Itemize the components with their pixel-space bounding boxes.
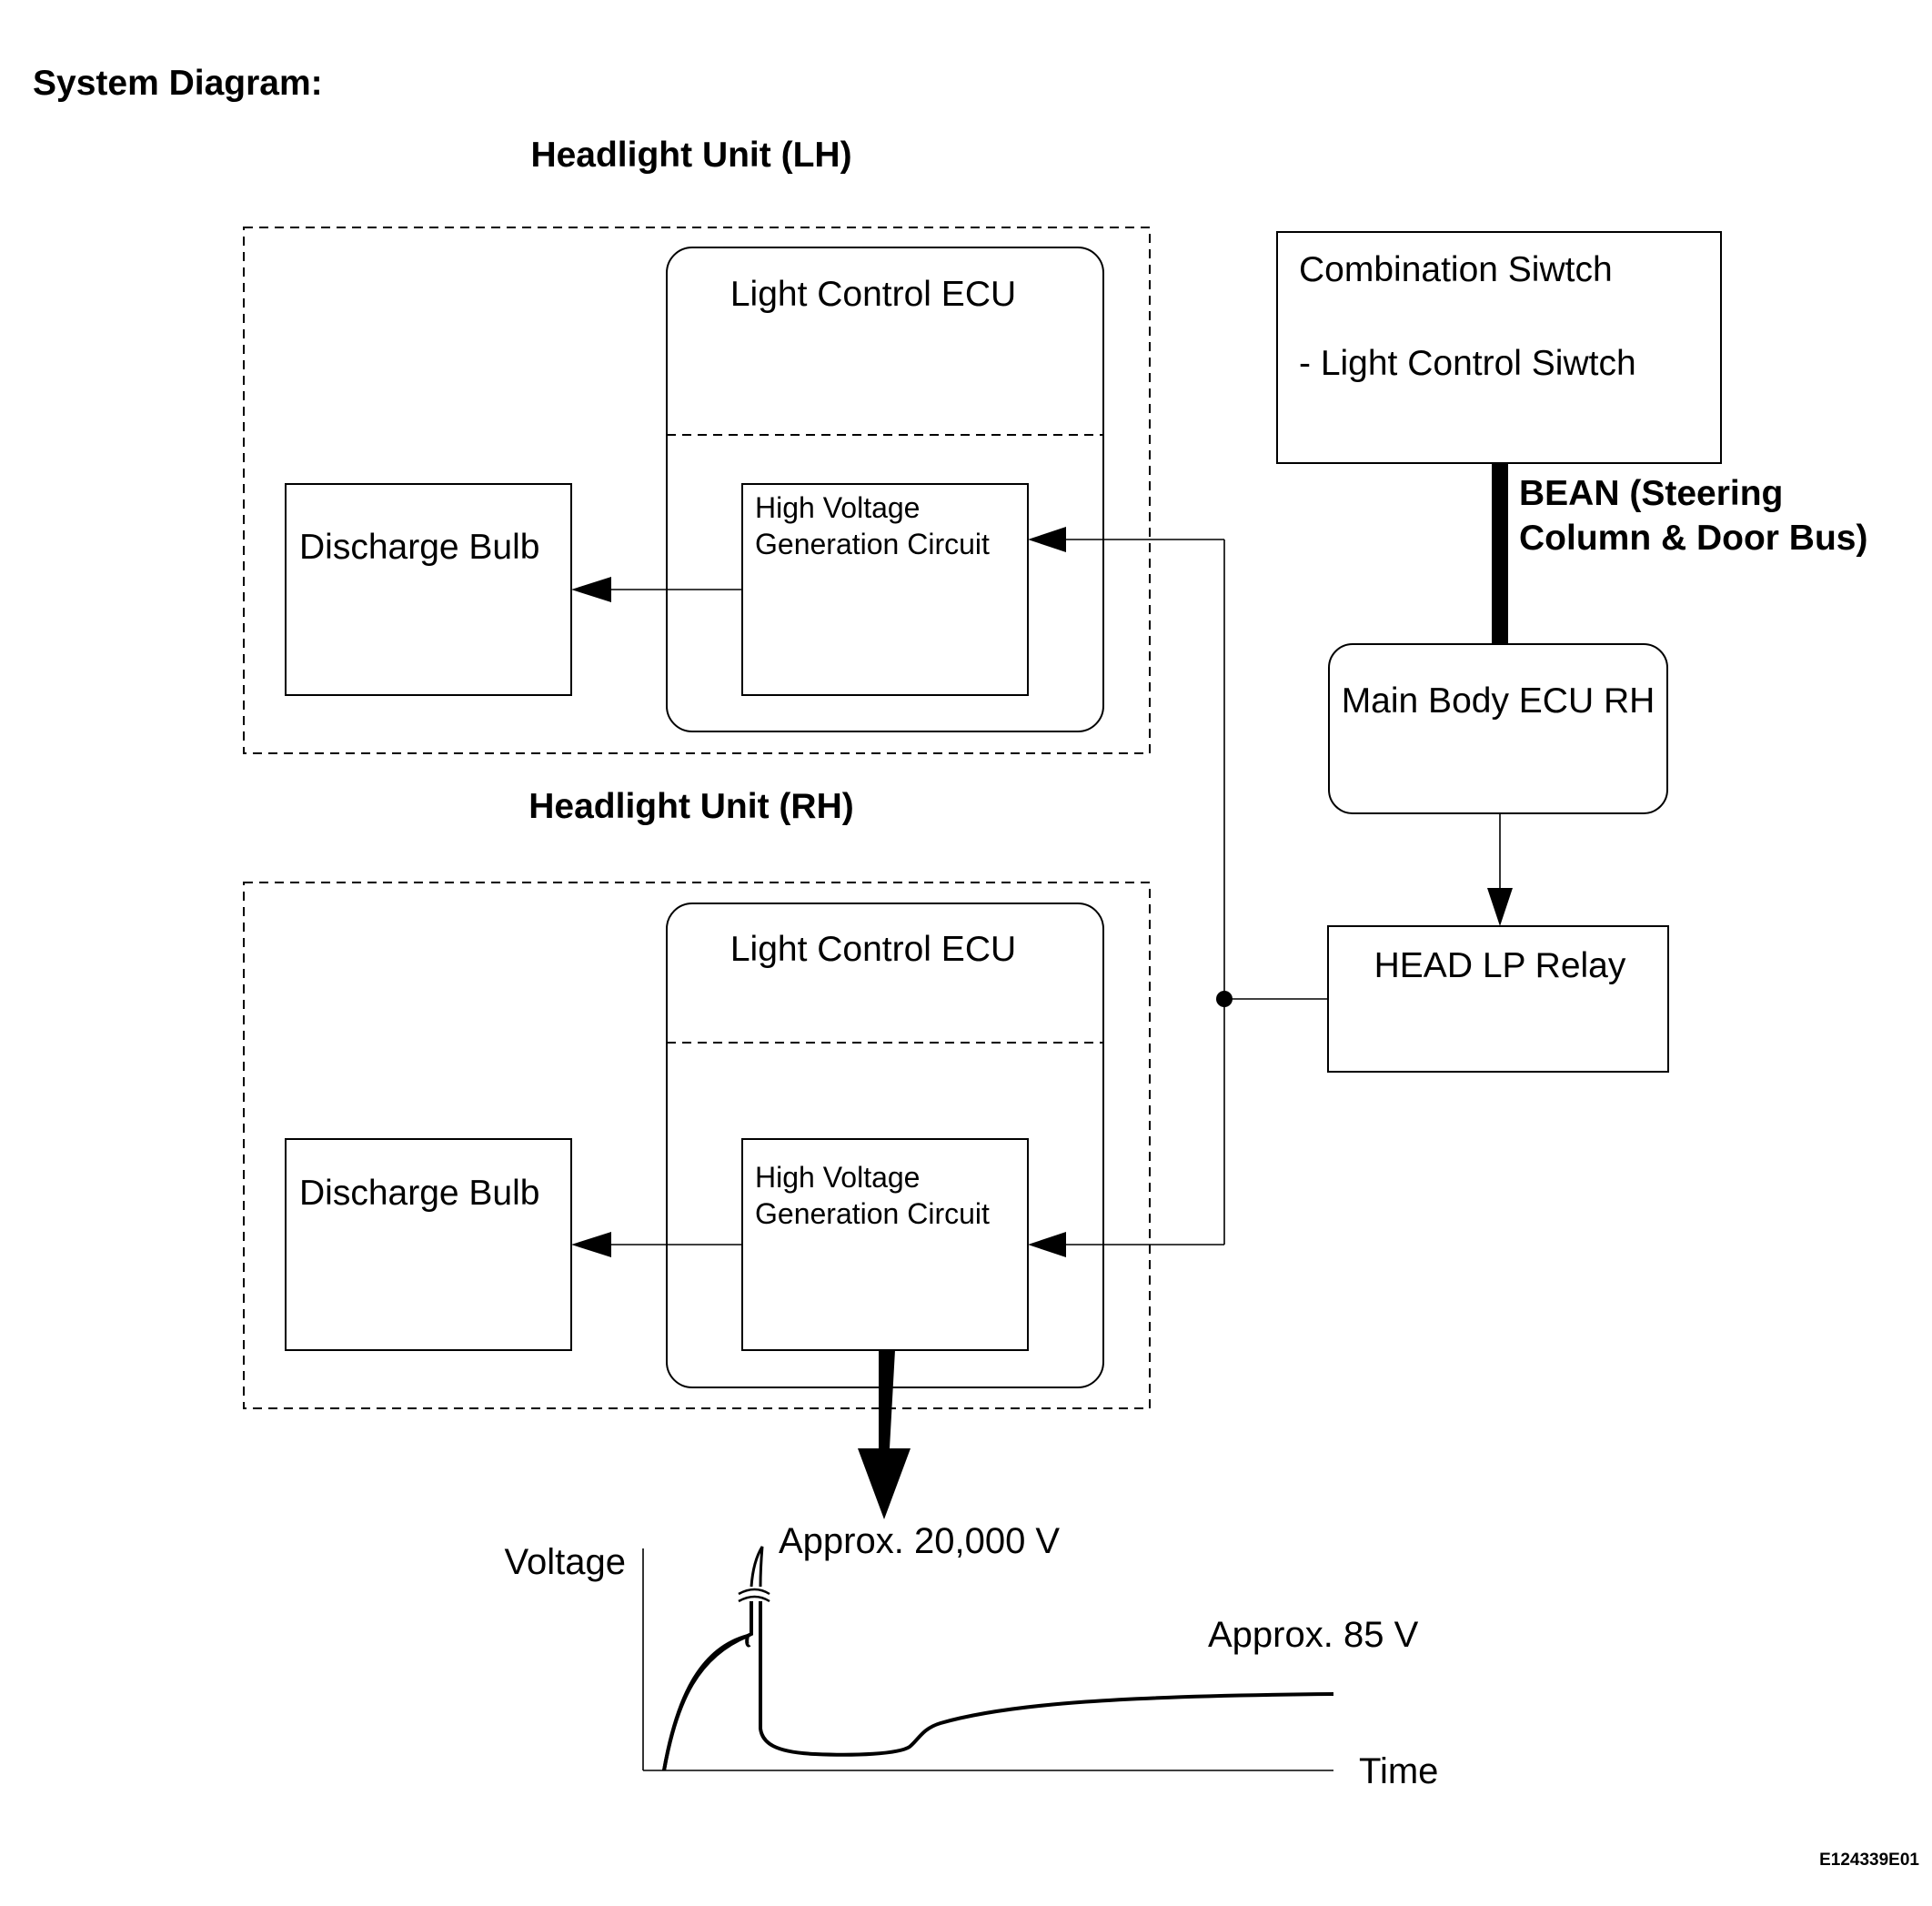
main-body-ecu-label: Main Body ECU RH <box>1342 681 1655 721</box>
arrowhead-rh-circuit <box>1028 1232 1066 1257</box>
arrowhead-bulb-lh <box>571 577 611 602</box>
main-body-ecu-box <box>1328 643 1668 814</box>
graph-curve-rise-top <box>662 1601 753 1771</box>
headlight-rh-unit-boundary <box>243 882 1151 1409</box>
graph-peak-break <box>738 1588 770 1603</box>
page-title: System Diagram: <box>33 64 323 103</box>
bean-bus-line <box>1492 463 1508 646</box>
arrowhead-lh-circuit <box>1028 527 1066 552</box>
light-control-ecu-rh-label: Light Control ECU <box>730 930 1016 969</box>
high-voltage-circuit-rh-line2: Generation Circuit <box>755 1197 990 1230</box>
graph-steady-label: Approx. 85 V <box>1208 1615 1419 1655</box>
bean-bus-label-line2: Column & Door Bus) <box>1519 519 1867 558</box>
arrowhead-bulb-rh <box>571 1232 611 1257</box>
arrowhead-relay <box>1487 888 1513 926</box>
head-lp-relay-box <box>1327 925 1669 1073</box>
graph-xlabel: Time <box>1359 1751 1438 1791</box>
bean-bus-label-line1: BEAN (Steering <box>1519 474 1783 513</box>
light-control-switch-label: - Light Control Siwtch <box>1299 344 1636 383</box>
high-voltage-circuit-lh-line1: High Voltage <box>755 491 920 524</box>
voltage-graph: Voltage Time Approx. 20,000 V Approx. 85… <box>505 1521 1439 1791</box>
figure-code: E124339E01 <box>1819 1851 1919 1870</box>
graph-curve-rise <box>662 1632 751 1771</box>
high-voltage-circuit-rh-line1: High Voltage <box>755 1161 920 1194</box>
discharge-bulb-lh <box>285 483 572 696</box>
graph-ylabel: Voltage <box>505 1542 626 1582</box>
discharge-bulb-lh-label: Discharge Bulb <box>299 528 539 567</box>
graph-peak-label: Approx. 20,000 V <box>779 1521 1060 1561</box>
discharge-bulb-rh-label: Discharge Bulb <box>299 1174 539 1213</box>
headlight-rh-label: Headlight Unit (RH) <box>528 787 853 826</box>
discharge-bulb-rh <box>285 1138 572 1351</box>
high-voltage-circuit-lh-line2: Generation Circuit <box>755 528 990 560</box>
graph-peak-spike <box>750 1546 764 1588</box>
voltage-output-arrow <box>858 1350 911 1519</box>
high-voltage-circuit-lh <box>741 483 1029 696</box>
high-voltage-circuit-rh <box>741 1138 1029 1351</box>
headlight-lh-unit-boundary <box>243 227 1151 754</box>
head-lp-relay-label: HEAD LP Relay <box>1374 946 1626 985</box>
combination-switch-box <box>1276 231 1722 464</box>
combination-switch-label: Combination Siwtch <box>1299 250 1613 289</box>
light-control-ecu-lh-label: Light Control ECU <box>730 275 1016 314</box>
graph-curve-settle <box>759 1601 1334 1757</box>
headlight-lh-label: Headlight Unit (LH) <box>530 136 851 175</box>
